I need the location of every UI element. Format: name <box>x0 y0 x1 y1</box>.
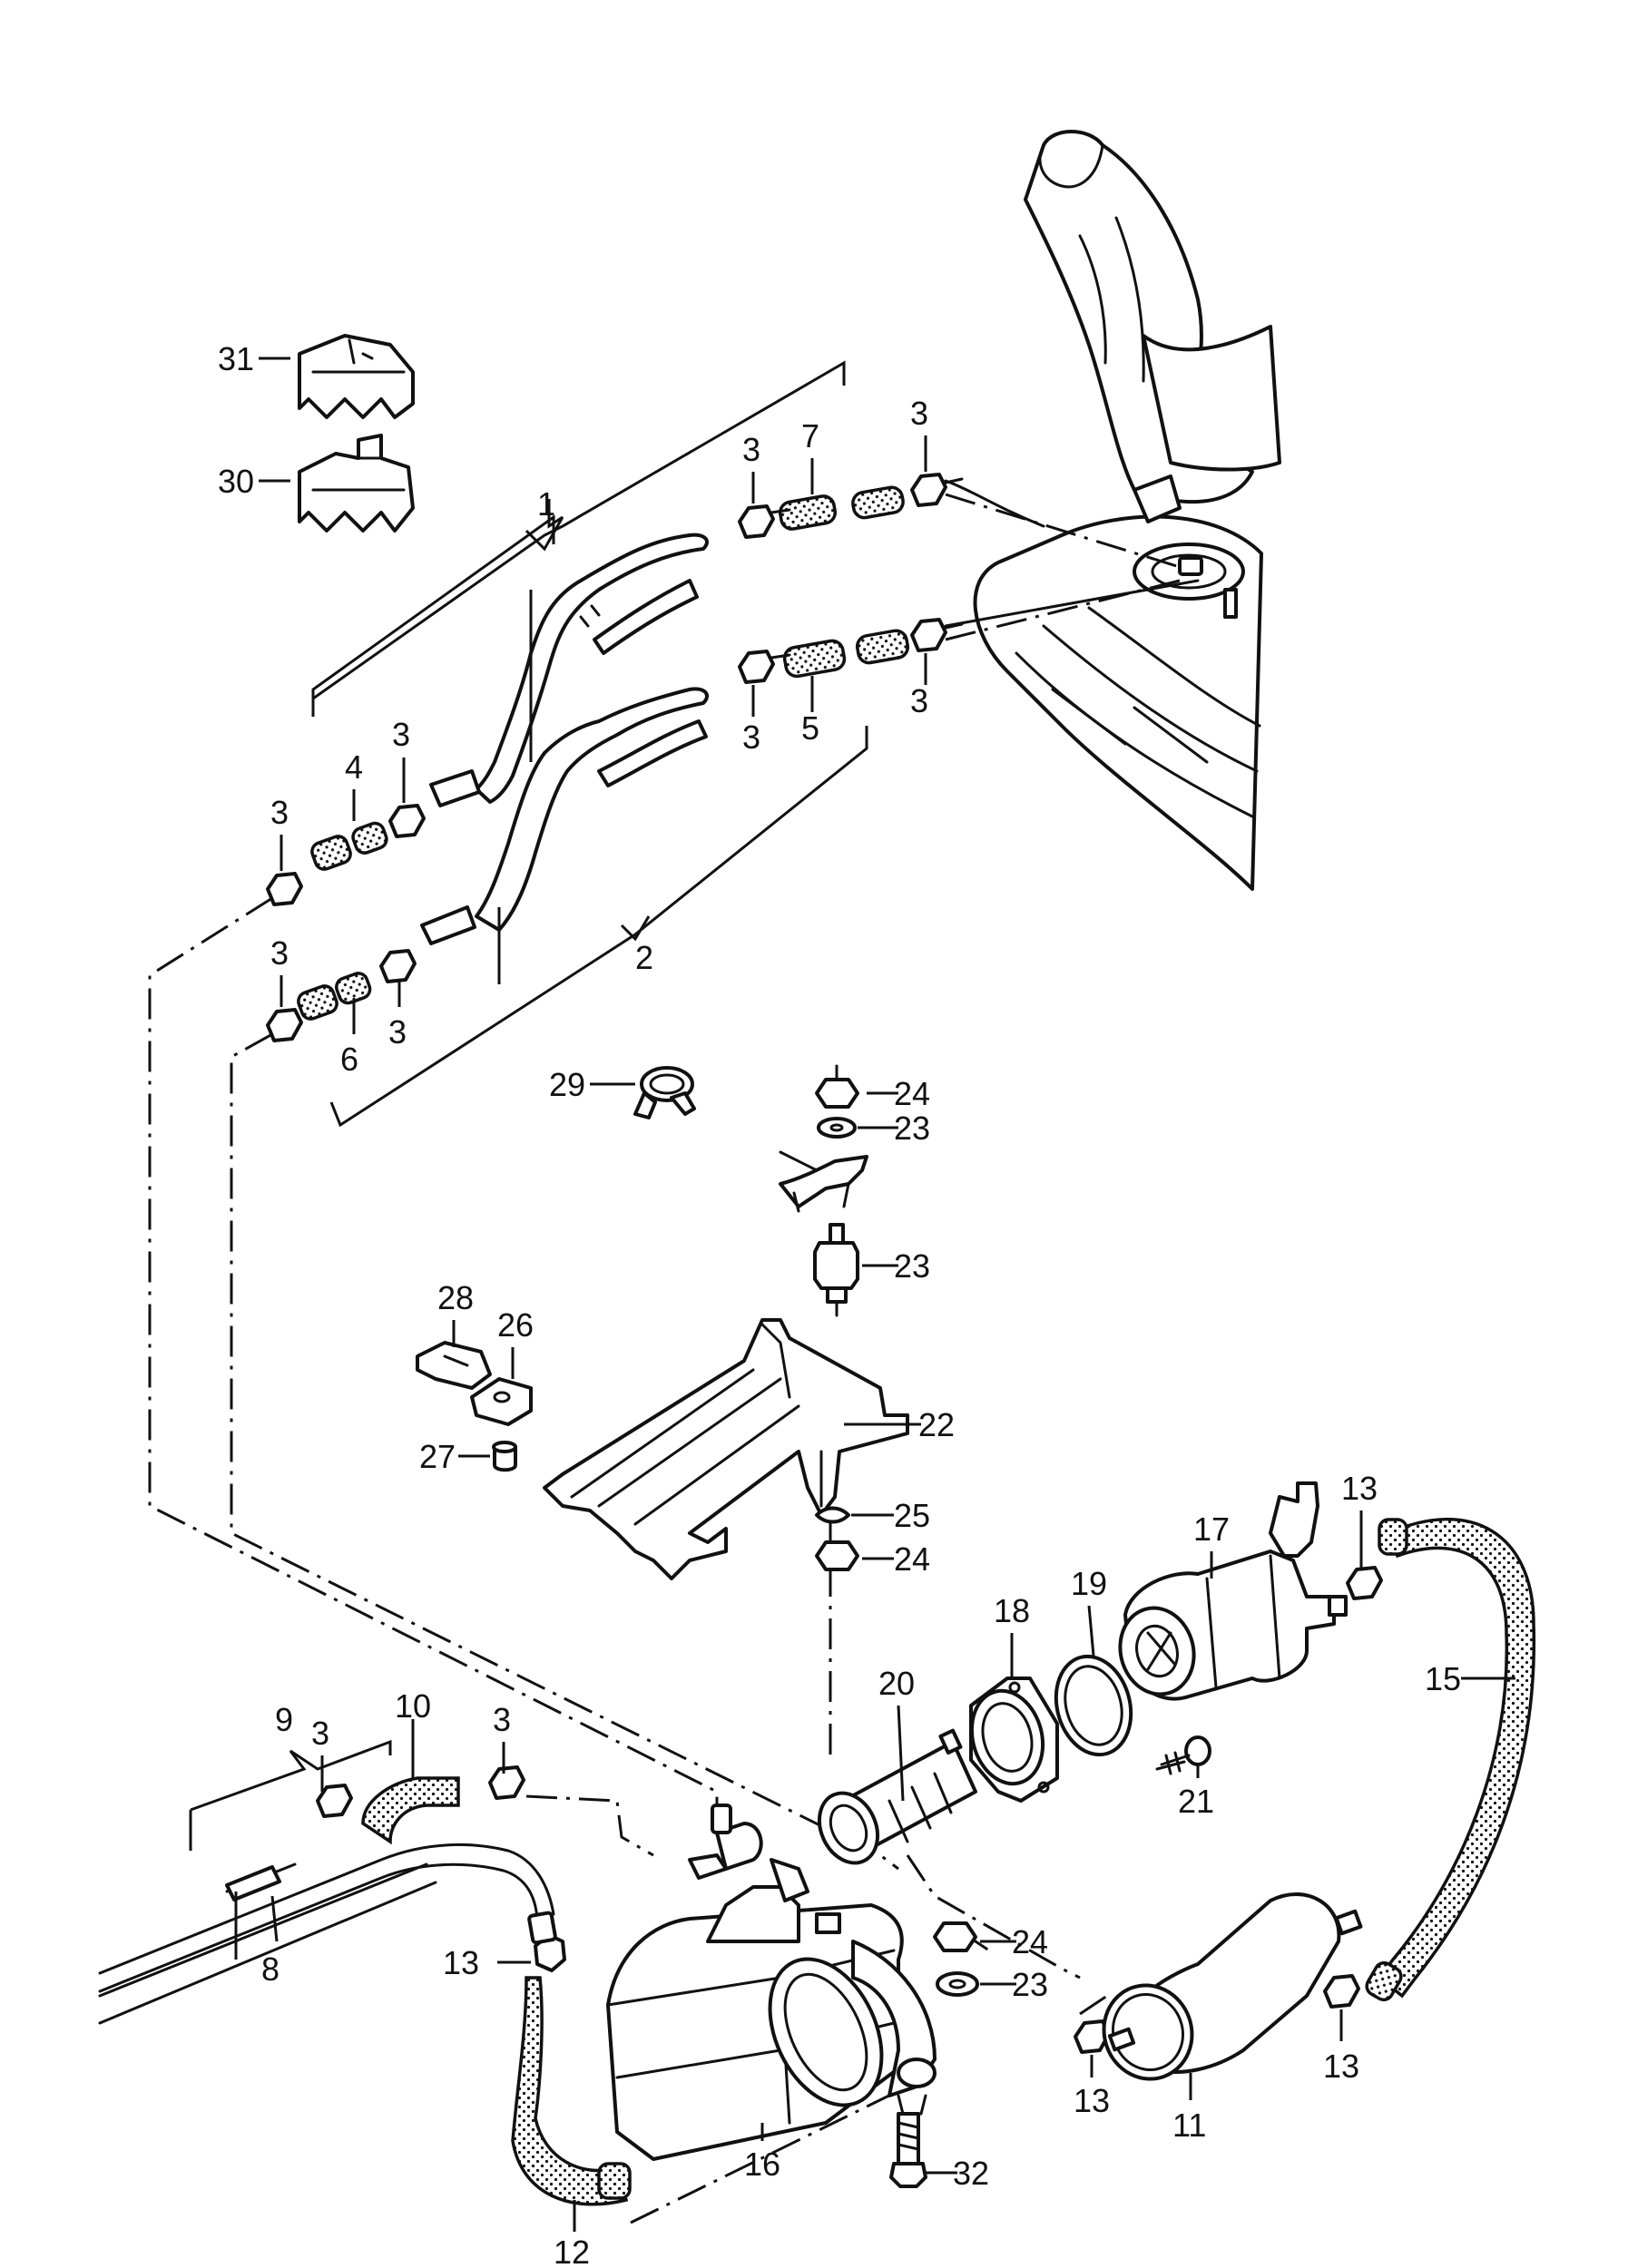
accumulator-22 <box>813 1223 859 1317</box>
callout-15: 16 <box>744 2146 780 2183</box>
callout-11: 11 <box>1172 2107 1206 2144</box>
callout-13: 13 <box>1323 2048 1359 2085</box>
clip-28 <box>416 1341 492 1390</box>
callout-24: 24 <box>894 1075 930 1112</box>
clamp-3-group <box>266 473 1200 1818</box>
callout-5: 5 <box>801 709 819 747</box>
callout-12: 12 <box>554 2234 590 2268</box>
bracket-2 <box>329 726 868 1128</box>
callout-2: 2 <box>635 939 653 976</box>
clip-31 <box>298 334 415 419</box>
callout-32: 32 <box>953 2155 989 2192</box>
washer-23-low <box>936 1971 979 1997</box>
callout-26: 26 <box>497 1306 534 1344</box>
nut-24-low <box>933 1921 977 1952</box>
fuel-line-2 <box>420 687 709 945</box>
nut-24-top <box>815 1064 859 1109</box>
callout-10: 10 <box>395 1687 431 1725</box>
bolt-32 <box>889 2112 927 2188</box>
hose-5 <box>782 629 910 679</box>
callout-29: 29 <box>549 1066 585 1103</box>
hose-12 <box>511 1976 632 2206</box>
screw-20 <box>1155 1735 1211 1775</box>
callout-3: 3 <box>392 716 410 753</box>
callout-21: 22 <box>918 1406 955 1443</box>
callout-3: 3 <box>742 431 760 468</box>
washer-25 <box>815 1506 850 1524</box>
fuel-filter-11 <box>1102 1892 1363 2081</box>
hose-10 <box>361 1776 460 1845</box>
callout-3: 3 <box>910 682 928 719</box>
hose-4 <box>310 821 388 871</box>
callout-3: 3 <box>493 1701 511 1738</box>
washer-23-top <box>817 1117 857 1139</box>
pump-holder-17 <box>969 1677 1059 1803</box>
fuel-line-1 <box>429 533 709 807</box>
callout-7: 7 <box>801 417 819 455</box>
callout-13: 13 <box>1074 2082 1110 2119</box>
fuel-line-8 <box>98 1843 557 2025</box>
callout-30: 30 <box>218 463 254 500</box>
callout-4: 4 <box>345 748 363 786</box>
callout-9: 9 <box>275 1701 293 1738</box>
callout-labels: 31 30 1 3 7 3 3 5 3 4 3 3 2 3 6 3 29 24 … <box>218 340 1461 2268</box>
callout-3: 3 <box>311 1715 329 1752</box>
callout-24: 24 <box>894 1540 930 1578</box>
callout-3: 3 <box>388 1013 407 1051</box>
callout-3: 3 <box>742 719 760 756</box>
fuel-line-9 <box>225 1862 297 1901</box>
fuel-distributor-15 <box>606 1804 937 2161</box>
callout-14: 15 <box>1425 1660 1461 1697</box>
mount-bracket-top <box>779 1150 868 1213</box>
callout-3: 3 <box>270 794 289 831</box>
clip-26 <box>470 1377 533 1426</box>
hose-7 <box>779 485 905 531</box>
clip-30 <box>298 434 415 533</box>
callout-23: 23 <box>894 1110 930 1147</box>
callout-18: 19 <box>1071 1565 1107 1602</box>
callout-6: 6 <box>340 1041 358 1078</box>
callout-27: 27 <box>419 1438 456 1475</box>
nut-24-mid <box>815 1540 859 1571</box>
callout-1: 1 <box>537 485 555 523</box>
callout-17: 18 <box>994 1592 1030 1629</box>
hose-14 <box>1365 1518 1536 2002</box>
callout-3: 3 <box>270 934 289 972</box>
bracket-21 <box>543 1318 909 1580</box>
callout-leaders <box>189 357 1515 2232</box>
callout-20: 21 <box>1178 1783 1214 1820</box>
callout-25: 25 <box>894 1497 930 1534</box>
hose-clamp-29 <box>633 1066 696 1119</box>
callout-28: 28 <box>437 1279 474 1316</box>
bracket-1 <box>311 514 555 717</box>
gasket-18 <box>1054 1654 1133 1757</box>
callout-13: 13 <box>443 1944 479 1981</box>
fuel-tank <box>973 130 1281 891</box>
fuel-pump-16 <box>1118 1481 1348 1701</box>
callout-3: 3 <box>910 395 928 432</box>
callout-23: 23 <box>1012 1966 1048 2003</box>
callout-19: 20 <box>878 1665 915 1702</box>
callout-24: 24 <box>1012 1923 1048 1960</box>
hose-6 <box>297 972 372 1021</box>
callout-8: 8 <box>261 1950 280 1988</box>
callout-31: 31 <box>218 340 254 377</box>
callout-22: 23 <box>894 1247 930 1285</box>
strainer-19 <box>817 1728 977 1865</box>
callout-16: 17 <box>1193 1510 1230 1548</box>
callout-13: 13 <box>1341 1470 1378 1507</box>
bushing-27 <box>492 1441 517 1472</box>
